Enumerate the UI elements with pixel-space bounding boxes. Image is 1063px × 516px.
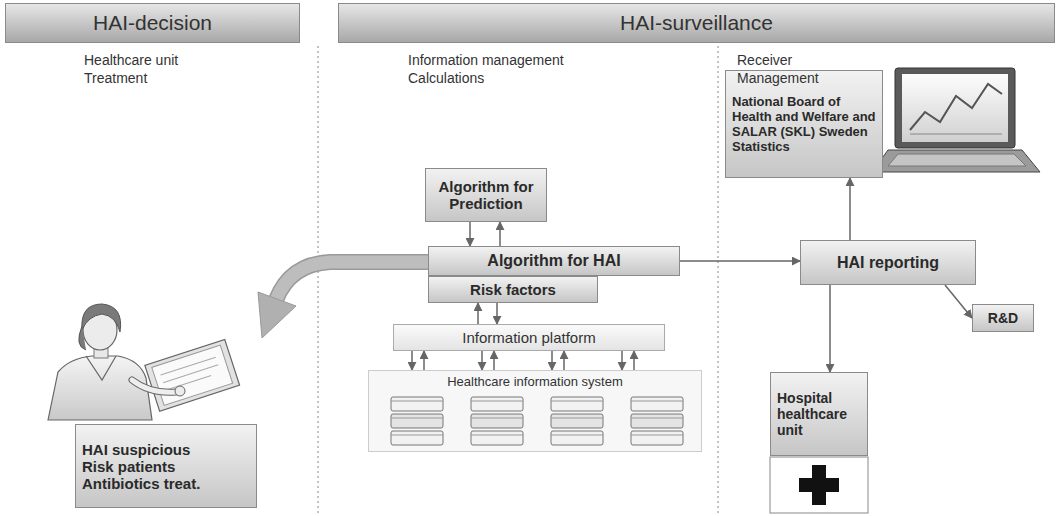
flow-arrow xyxy=(477,303,479,324)
flow-arrow xyxy=(469,222,471,246)
database-disk xyxy=(551,435,603,436)
database-disk xyxy=(391,414,443,428)
hospital-cross-icon xyxy=(770,457,868,513)
database-band: Healthcare information system xyxy=(368,370,702,452)
process-box: Algorithm for HAI xyxy=(428,246,680,276)
database-disk xyxy=(391,401,443,402)
column-header: HAI-surveillance xyxy=(338,3,1055,43)
flow-arrow xyxy=(423,351,425,370)
flow-arrow xyxy=(633,351,635,370)
process-box: R&D xyxy=(972,304,1034,332)
database-disk xyxy=(631,418,683,419)
database-disk xyxy=(551,418,603,419)
column-subtitle: Receiver xyxy=(737,52,792,68)
box-text: HAI reporting xyxy=(837,254,939,272)
database-disk xyxy=(391,418,443,419)
database-disk xyxy=(471,435,523,436)
box-text: Antibiotics treat. xyxy=(82,475,200,492)
database-disk xyxy=(471,418,523,419)
database-disk xyxy=(391,435,443,436)
receiver-box: National Board of Health and Welfare and… xyxy=(725,70,883,178)
process-box: Algorithm for Prediction xyxy=(425,168,547,222)
database-disk xyxy=(631,401,683,402)
column-subtitle: Healthcare unit xyxy=(84,52,178,68)
box-text: Algorithm for HAI xyxy=(487,252,620,270)
flow-arrow xyxy=(493,351,495,370)
box-text: National Board of Health and Welfare and… xyxy=(732,94,876,154)
flow-arrow xyxy=(551,351,553,370)
database-disk xyxy=(471,431,523,445)
database-disk xyxy=(551,431,603,445)
laptop-illustration xyxy=(872,68,1040,172)
flow-arrow xyxy=(411,351,413,370)
database-disk xyxy=(551,397,603,411)
flow-arrow xyxy=(481,351,483,370)
flow-arrow xyxy=(563,351,565,370)
column-subtitle: Treatment xyxy=(84,70,147,86)
database-disk xyxy=(551,401,603,402)
process-box: Risk factors xyxy=(428,276,598,303)
flow-arrow xyxy=(499,222,501,246)
flow-arrow xyxy=(621,351,623,370)
column-subtitle: Management xyxy=(737,70,819,86)
database-disk xyxy=(631,397,683,411)
box-text: Risk patients xyxy=(82,458,175,475)
box-text: Healthcare information system xyxy=(447,374,623,389)
box-text: Hospital healthcare unit xyxy=(777,390,861,438)
nurse-illustration xyxy=(48,304,240,420)
flow-arrow xyxy=(496,303,498,324)
column-header: HAI-decision xyxy=(5,3,300,43)
database-disk xyxy=(631,435,683,436)
header-text: HAI-surveillance xyxy=(620,11,773,35)
column-subtitle: Calculations xyxy=(408,70,484,86)
column-subtitle: Information management xyxy=(408,52,564,68)
database-disk xyxy=(391,397,443,411)
database-disk xyxy=(631,414,683,428)
receiver-box: Hospital healthcare unit xyxy=(770,372,868,456)
column-divider xyxy=(318,46,319,516)
flow-arrow xyxy=(849,178,851,240)
database-disk xyxy=(551,414,603,428)
database-disk xyxy=(471,401,523,402)
process-box: HAI reporting xyxy=(800,240,976,285)
flow-arrow xyxy=(680,260,800,262)
database-disk xyxy=(471,414,523,428)
status-box: HAI suspiciousRisk patientsAntibiotics t… xyxy=(75,424,257,508)
box-text: HAI suspicious xyxy=(82,441,190,458)
box-text: Information platform xyxy=(462,329,595,346)
box-text: R&D xyxy=(988,310,1018,326)
flow-arrow xyxy=(945,285,972,318)
database-disk xyxy=(631,431,683,445)
platform-box: Information platform xyxy=(393,324,665,351)
header-text: HAI-decision xyxy=(93,11,212,35)
box-text: Risk factors xyxy=(470,281,556,298)
column-divider xyxy=(718,46,719,516)
flow-arrow xyxy=(829,285,831,372)
box-text: Algorithm for Prediction xyxy=(432,178,540,212)
database-disk xyxy=(471,397,523,411)
database-disk xyxy=(391,431,443,445)
